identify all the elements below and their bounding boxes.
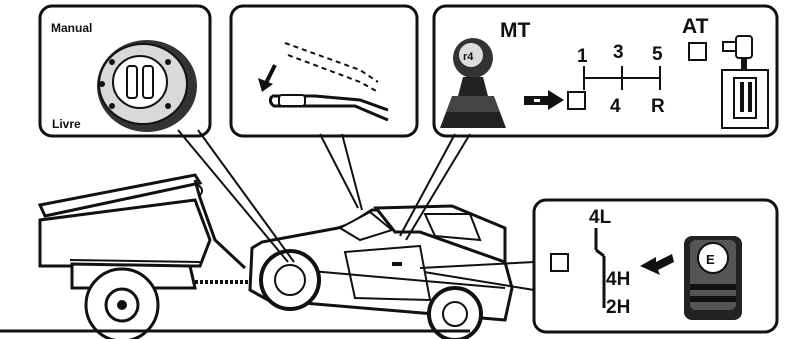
at-checkbox-icon [689,43,706,60]
shift-lever-panel: MT AT r4 1 3 5 4 R [434,6,777,136]
jeep-illustration [250,206,512,339]
svg-text:r4: r4 [463,51,474,63]
hub-knob-icon [97,40,197,132]
hub-label-livre: Livre [52,117,81,131]
gear-3-label: 3 [613,42,624,63]
svg-text:E: E [706,252,715,267]
transfer-4l-label: 4L [589,207,612,228]
gear-4-label: 4 [610,96,621,117]
transfer-4h-label: 4H [606,269,630,290]
hub-label-manual: Manual [51,21,92,35]
parking-brake-panel [231,6,417,136]
gear-1-label: 1 [577,46,588,67]
mt-label: MT [500,19,530,42]
transfer-checkbox-icon [551,254,568,271]
transfer-case-panel: 4L 4H 2H E [534,200,777,332]
transfer-lever-icon: E [684,236,742,320]
gear-5-label: 5 [652,44,663,65]
transfer-2h-label: 2H [606,297,630,318]
at-label: AT [682,15,709,38]
tow-truck-illustration [40,175,262,339]
free-wheel-hub-panel: Manual Livre [40,6,210,136]
gear-r-label: R [651,96,665,117]
neutral-checkbox-icon [568,92,585,109]
